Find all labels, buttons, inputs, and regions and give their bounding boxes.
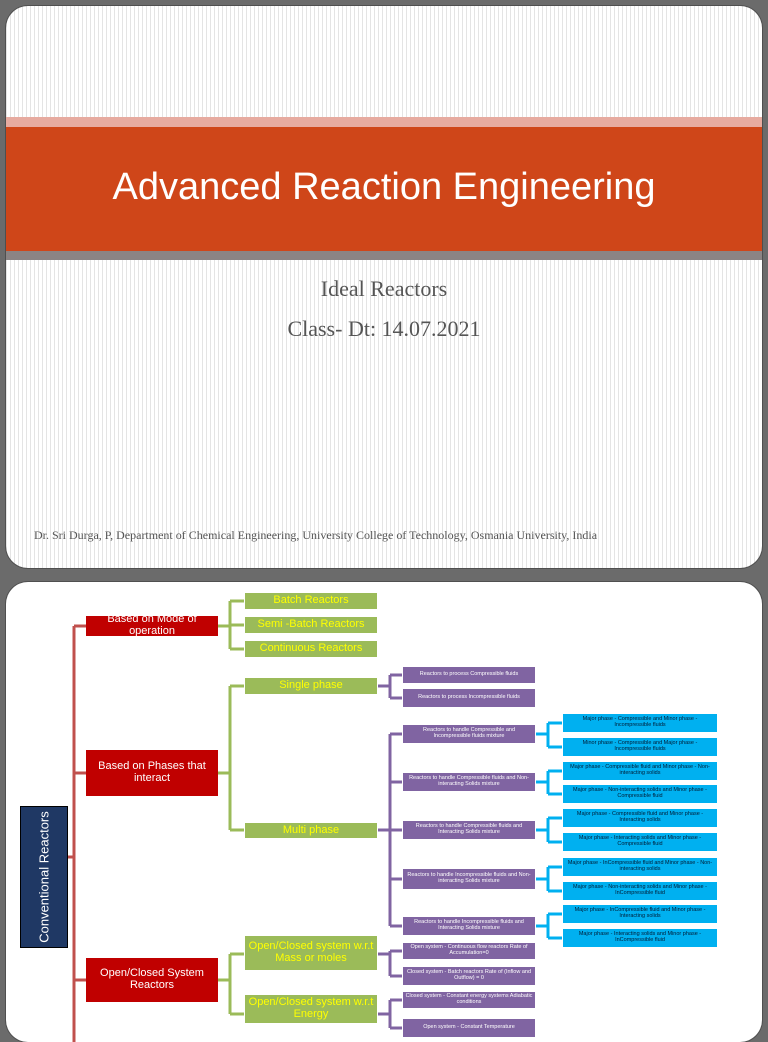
- single-phase-item: Reactors to process Compressible fluids: [402, 666, 536, 684]
- title-accent-band: [6, 117, 762, 127]
- phase-ratio-item: Major phase - InCompressible fluid and M…: [562, 904, 718, 924]
- mass-system-item: Closed system - Batch reactors Rate of (…: [402, 966, 536, 986]
- class-date: Class- Dt: 14.07.2021: [287, 316, 481, 341]
- energy-system-item: Open system - Constant Temperature: [402, 1018, 536, 1038]
- energy-system-node: Open/Closed system w.r.t Energy: [244, 994, 378, 1024]
- multi-phase-group: Reactors to handle Compressible fluids a…: [402, 772, 536, 792]
- phase-ratio-item: Major phase - Non-interacting solids and…: [562, 881, 718, 901]
- connector-lines: [68, 599, 562, 1042]
- phase-ratio-item: Major phase - Interacting solids and Min…: [562, 832, 718, 852]
- phase-ratio-item: Minor phase - Compressible and Major pha…: [562, 737, 718, 757]
- slide-subtitle: Ideal Reactors: [320, 276, 448, 301]
- mass-system-node: Open/Closed system w.r.t Mass or moles: [244, 935, 378, 971]
- batch-reactors-node: Batch Reactors: [244, 592, 378, 610]
- mass-system-item: Open system - Continuous flow reactors R…: [402, 942, 536, 960]
- root-label: Conventional Reactors: [36, 811, 52, 943]
- mode-node: Based on Mode of operation: [86, 614, 218, 637]
- slide-title: Advanced Reaction Engineering: [112, 166, 656, 208]
- root-node: Conventional Reactors: [20, 806, 68, 948]
- phase-ratio-item: Major phase - InCompressible fluid and M…: [562, 857, 718, 877]
- multi-phase-group: Reactors to handle Compressible and Inco…: [402, 724, 536, 744]
- multi-phase-group: Reactors to handle Compressible fluids a…: [402, 820, 536, 840]
- single-phase-item: Reactors to process Incompressible fluid…: [402, 688, 536, 708]
- slide-footer: Dr. Sri Durga, P, Department of Chemical…: [34, 528, 598, 542]
- title-divider-band: [6, 251, 762, 260]
- title-slide: Advanced Reaction Engineering Ideal Reac…: [6, 6, 762, 568]
- continuous-reactors-node: Continuous Reactors: [244, 640, 378, 658]
- phase-ratio-item: Major phase - Compressible fluid and Min…: [562, 761, 718, 781]
- system-node: Open/Closed System Reactors: [86, 958, 218, 1002]
- multi-phase-group: Reactors to handle Incompressible fluids…: [402, 916, 536, 936]
- title-banner: [6, 127, 762, 251]
- phase-ratio-item: Major phase - Compressible fluid and Min…: [562, 808, 718, 828]
- phase-ratio-item: Major phase - Compressible and Minor pha…: [562, 713, 718, 733]
- phase-ratio-item: Major phase - Interacting solids and Min…: [562, 928, 718, 948]
- phases-node: Based on Phases that interact: [86, 750, 218, 796]
- single-phase-node: Single phase: [244, 677, 378, 695]
- multi-phase-node: Multi phase: [244, 822, 378, 839]
- semi-batch-reactors-node: Semi -Batch Reactors: [244, 616, 378, 634]
- multi-phase-group: Reactors to handle Incompressible fluids…: [402, 868, 536, 890]
- energy-system-item: Closed system - Constant energy systems …: [402, 991, 536, 1009]
- classification-slide: Conventional Reactors Based on Mode of o…: [6, 582, 762, 1042]
- phase-ratio-item: Major phase - Non-interacting solids and…: [562, 784, 718, 804]
